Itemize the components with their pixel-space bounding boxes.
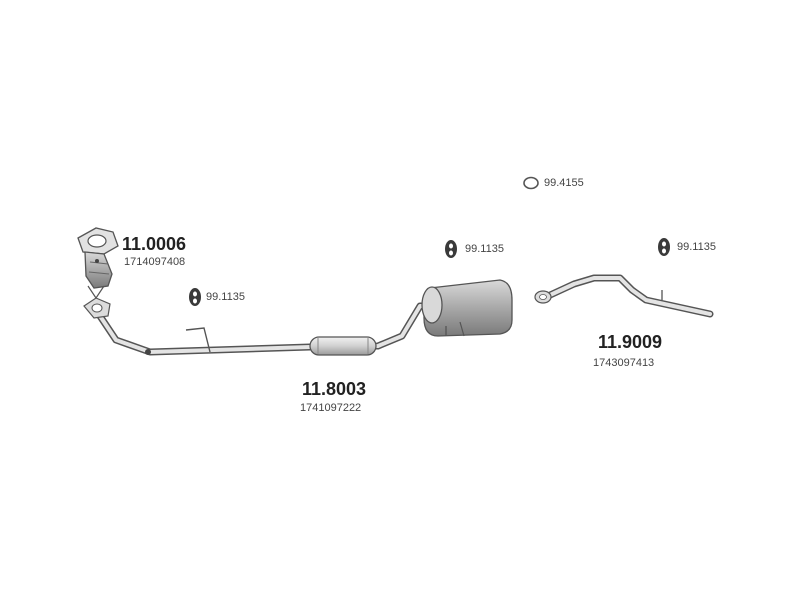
front-pipe-part-code: 11.8003 [302, 379, 367, 399]
catalyst-oem-number: 1714097408 [124, 256, 186, 268]
catalytic-converter [77, 227, 119, 300]
front-pipe-oem-number: 1741097222 [300, 402, 362, 414]
rubber-hanger-icon [189, 288, 201, 306]
hanger-left-code: 99.1135 [206, 291, 245, 303]
catalyst-part-code: 11.0006 [122, 234, 187, 254]
hanger-right-code: 99.1135 [677, 241, 716, 253]
rubber-hanger-icon [445, 240, 457, 258]
hanger-mid-code: 99.1135 [465, 243, 504, 255]
rear-muffler [421, 279, 513, 337]
rubber-hanger-icon [658, 238, 670, 256]
o-ring-icon [523, 176, 539, 190]
tail-pipe-part-code: 11.9009 [598, 332, 663, 352]
o-ring-code: 99.4155 [544, 177, 584, 189]
tail-pipe [534, 274, 714, 318]
tail-pipe-oem-number: 1743097413 [593, 357, 655, 369]
front-pipe-assembly [83, 297, 440, 356]
